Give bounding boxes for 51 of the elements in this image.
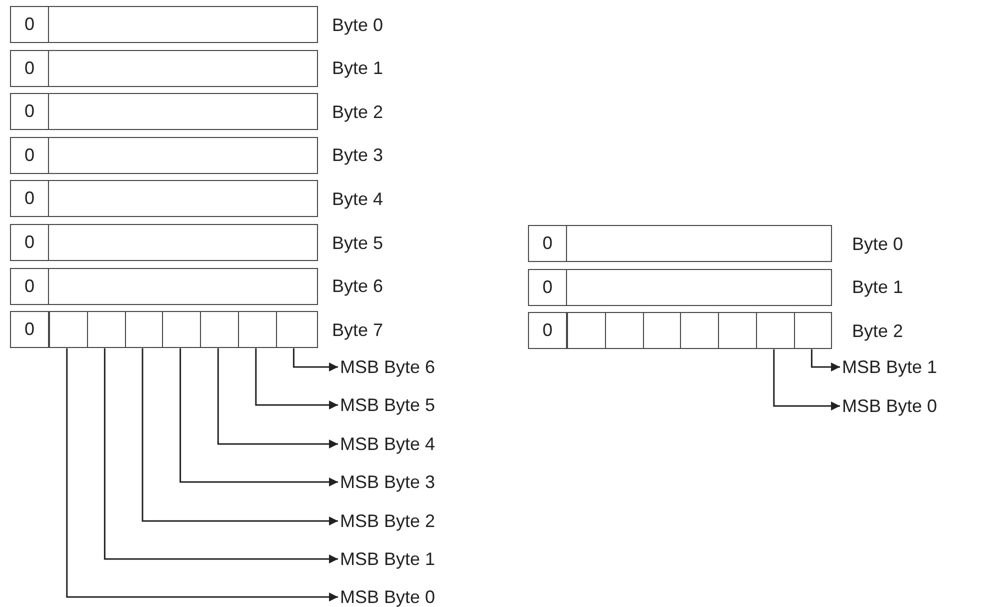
arrow <box>255 348 338 410</box>
byte-label: Byte 4 <box>332 188 384 211</box>
bit-value: 0 <box>541 276 554 299</box>
byte-label: Byte 2 <box>852 320 904 343</box>
msb-label: MSB Byte 1 <box>842 355 938 379</box>
msb-label: MSB Byte 4 <box>340 432 436 456</box>
register-row <box>10 93 318 130</box>
arrow <box>104 348 338 564</box>
arrow <box>773 349 840 410</box>
byte-label: Byte 0 <box>852 232 904 256</box>
byte-label: Byte 5 <box>332 232 384 254</box>
register-row <box>10 311 318 348</box>
register-row <box>528 225 832 262</box>
arrow <box>292 348 338 372</box>
byte-label: Byte 2 <box>332 100 384 124</box>
bit-value: 0 <box>23 13 36 36</box>
bit-value: 0 <box>23 274 36 298</box>
msb-label: MSB Byte 3 <box>340 470 436 494</box>
byte-label: Byte 7 <box>332 318 384 342</box>
bit-value: 0 <box>23 318 36 342</box>
register-row <box>10 268 318 305</box>
arrow <box>142 348 338 526</box>
bit-value: 0 <box>23 231 36 254</box>
register-row <box>10 180 318 218</box>
arrow <box>810 349 840 372</box>
bit-value: 0 <box>541 319 554 342</box>
arrow <box>180 348 338 486</box>
byte-label: Byte 1 <box>852 276 904 300</box>
arrow <box>66 348 338 602</box>
msb-label: MSB Byte 1 <box>340 547 436 571</box>
msb-label: MSB Byte 5 <box>340 393 436 417</box>
register-row <box>10 50 318 87</box>
bit-value: 0 <box>23 187 36 210</box>
msb-label: MSB Byte 0 <box>340 585 436 607</box>
byte-label: Byte 1 <box>332 57 384 80</box>
bit-value: 0 <box>23 100 36 124</box>
bit-value: 0 <box>23 56 36 80</box>
msb-label: MSB Byte 0 <box>842 394 938 418</box>
arrow <box>217 348 338 448</box>
register-row <box>10 136 318 174</box>
byte-label: Byte 3 <box>332 144 384 168</box>
bit-value: 0 <box>23 144 36 167</box>
register-row <box>10 6 318 43</box>
msb-label: MSB Byte 2 <box>340 509 436 533</box>
byte-label: Byte 6 <box>332 275 384 298</box>
register-row <box>10 224 318 261</box>
register-row <box>528 268 832 306</box>
msb-label: MSB Byte 6 <box>340 355 436 379</box>
bit-value: 0 <box>541 232 554 255</box>
register-row <box>528 312 832 350</box>
byte-label: Byte 0 <box>332 14 384 36</box>
